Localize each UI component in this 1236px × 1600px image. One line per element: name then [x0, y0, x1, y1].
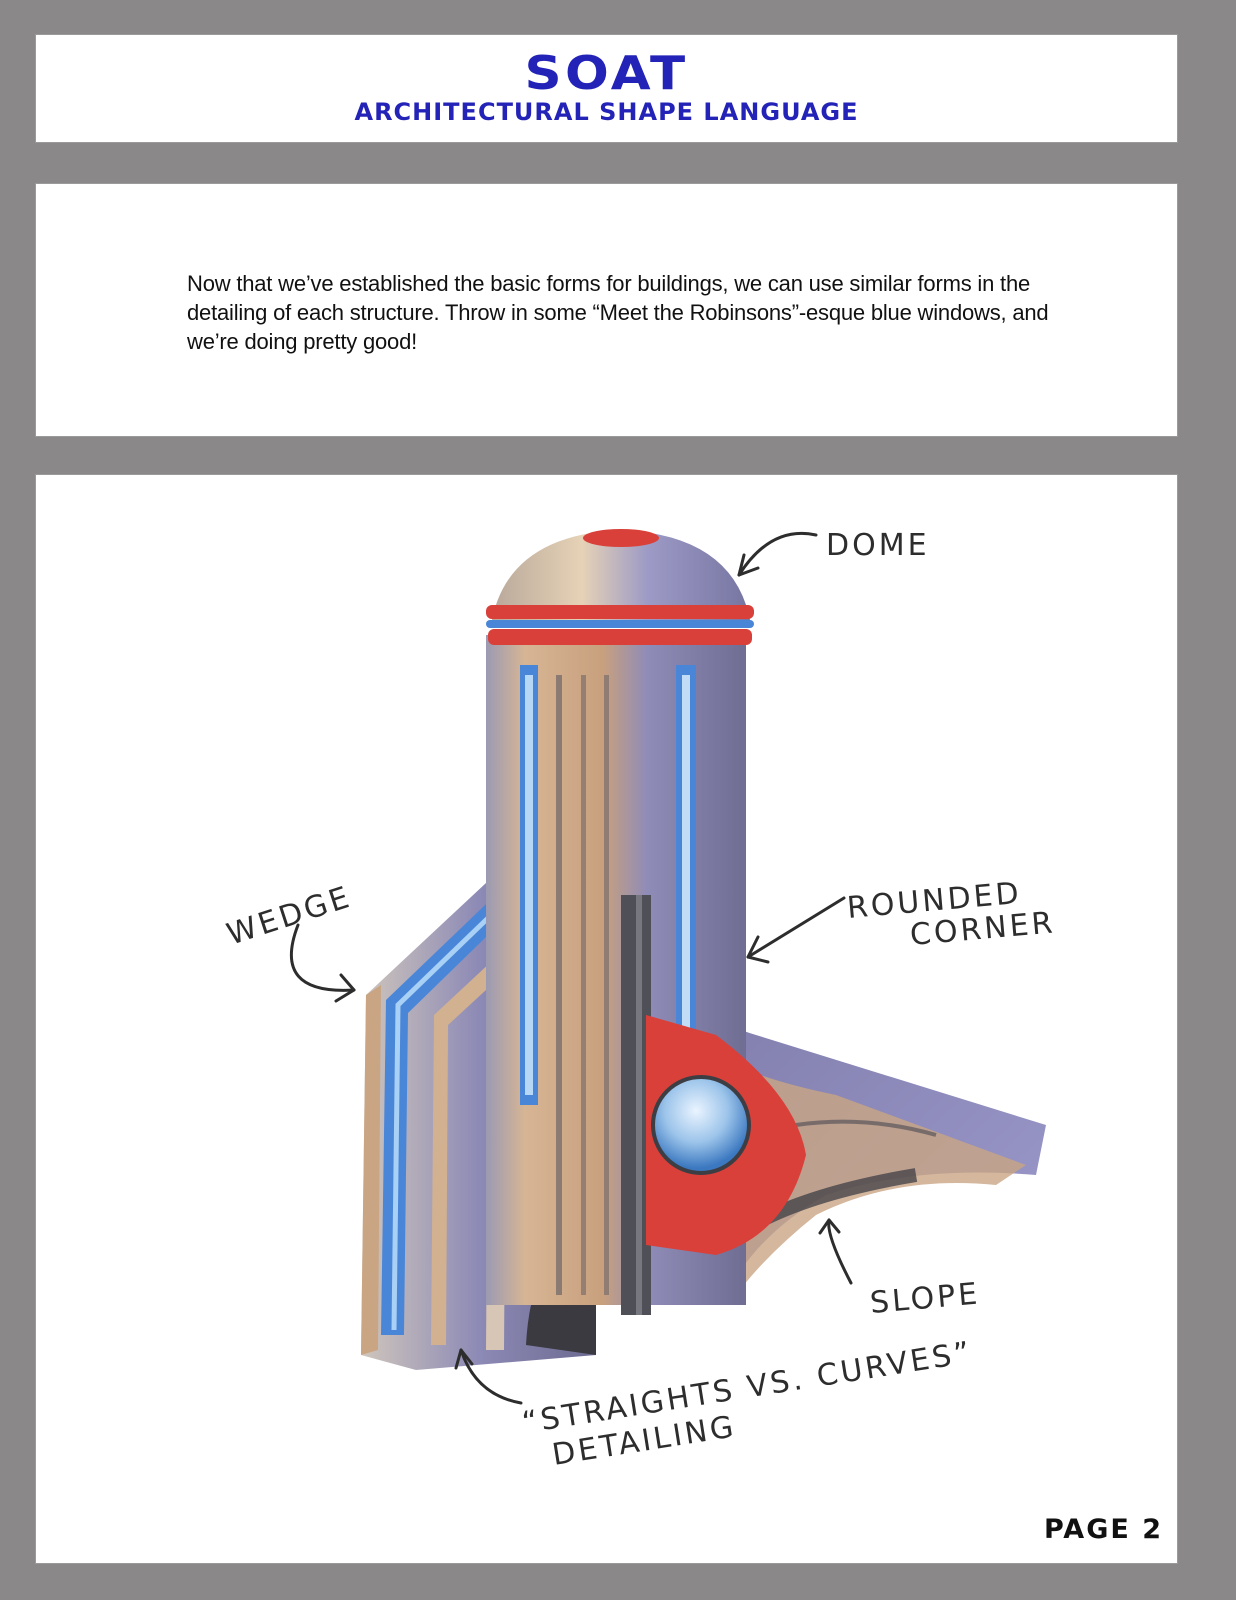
page-subtitle: ARCHITECTURAL SHAPE LANGUAGE — [354, 98, 859, 126]
porthole-window — [646, 1015, 806, 1255]
main-column — [486, 635, 746, 1315]
page-title: SOAT — [524, 46, 689, 100]
label-dome: DOME — [826, 528, 930, 563]
title-panel: SOAT ARCHITECTURAL SHAPE LANGUAGE — [36, 35, 1177, 142]
label-wedge: WEDGE — [223, 879, 356, 952]
annotation-arrows — [289, 531, 853, 1405]
dome — [486, 529, 754, 645]
label-slope: SLOPE — [869, 1276, 982, 1320]
building-concept-sketch: DOME WEDGE ROUNDED CORNER SLOPE “STRAIGH… — [223, 528, 1057, 1473]
illustration-panel: DOME WEDGE ROUNDED CORNER SLOPE “STRAIGH… — [36, 475, 1177, 1563]
intro-panel: Now that we’ve established the basic for… — [36, 184, 1177, 436]
page-number: PAGE 2 — [1044, 1514, 1163, 1545]
intro-paragraph: Now that we’ve established the basic for… — [187, 271, 1049, 354]
